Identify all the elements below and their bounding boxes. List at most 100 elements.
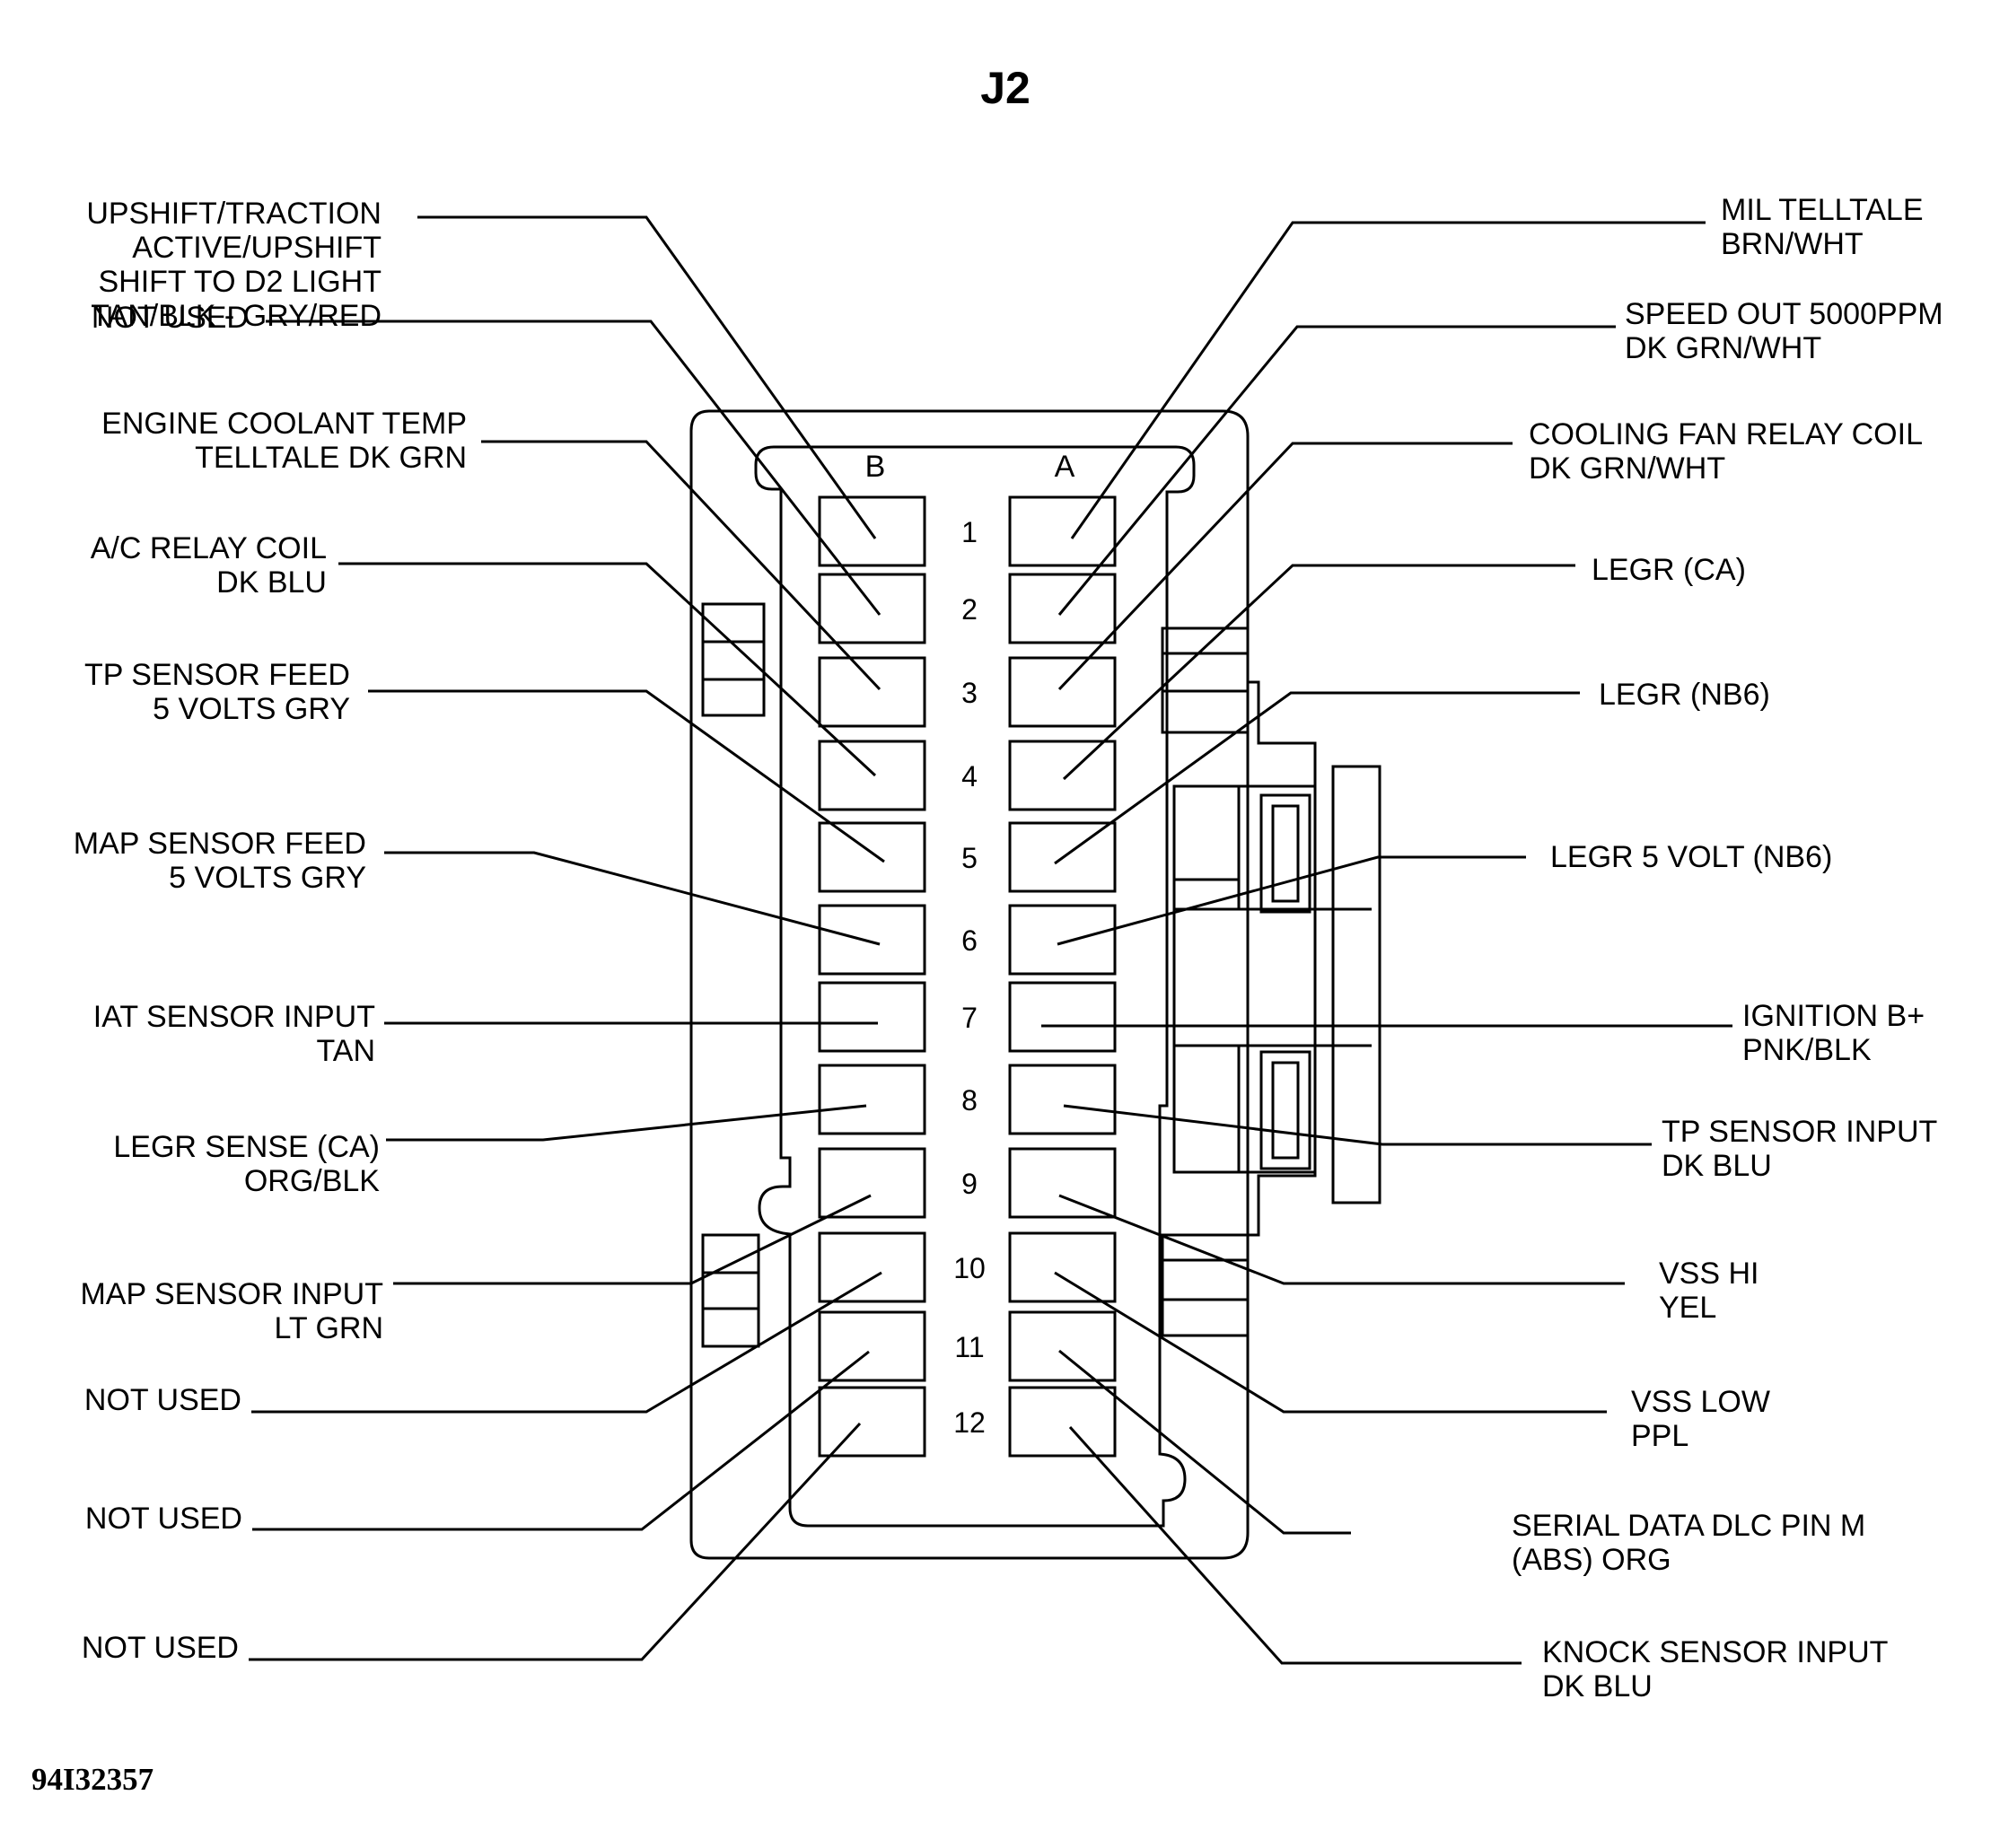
leader-line-b11 (252, 1350, 870, 1531)
pin-label-line: MIL TELLTALE (1721, 193, 1924, 227)
cavity-b12 (818, 1386, 926, 1458)
leader-line-a9 (1058, 1194, 1625, 1285)
column-label-a: A (1055, 450, 1075, 484)
pin-number-6: 6 (961, 924, 978, 957)
pin-label-line: MAP SENSOR FEED (74, 827, 366, 861)
pin-label-line: ENGINE COOLANT TEMP (101, 407, 467, 441)
pin-label-line: YEL (1659, 1291, 1716, 1325)
leader-line-a6 (1057, 855, 1526, 946)
pin-label-line: DK BLU (1662, 1149, 1772, 1183)
cavity-a8 (1008, 1064, 1117, 1135)
leader-line-b2 (266, 320, 881, 616)
cavity-a10 (1008, 1231, 1117, 1303)
pin-label-line: VSS HI (1659, 1257, 1759, 1291)
leader-line-b1 (417, 215, 877, 539)
pin-label-line: NOT USED (92, 301, 249, 335)
diagram-title: J2 (980, 63, 1031, 113)
pin-number-11: 11 (954, 1331, 984, 1363)
leader-line-a2 (1057, 325, 1616, 616)
pin-label-line: TP SENSOR INPUT (1662, 1115, 1937, 1149)
pin-label-b11: NOT USED (85, 1502, 242, 1536)
pin-number-10: 10 (953, 1252, 986, 1284)
cavity-a3 (1008, 656, 1117, 728)
column-label-b: B (865, 450, 886, 484)
pin-label-line: TP SENSOR FEED (84, 658, 350, 692)
leader-line-b4 (338, 562, 877, 777)
leader-line-a1 (1070, 221, 1706, 539)
pin-label-line: NOT USED (84, 1383, 241, 1417)
pin-label-b12: NOT USED (82, 1631, 239, 1665)
cavity-b3 (818, 656, 926, 728)
leader-lines (249, 215, 1732, 1665)
pin-label-line: IAT SENSOR INPUT (93, 1000, 375, 1034)
leader-line-a5 (1054, 691, 1580, 865)
cavity-b5 (818, 821, 926, 893)
pin-label-line: NOT USED (85, 1502, 242, 1536)
pin-number-9: 9 (961, 1168, 978, 1200)
pin-label-line: ACTIVE/UPSHIFT (132, 231, 382, 265)
cavity-b11 (818, 1310, 926, 1382)
leader-line-a12 (1068, 1425, 1522, 1665)
pin-label-line: IGNITION B+ (1742, 999, 1925, 1033)
leader-line-b3 (481, 440, 881, 691)
leader-line-b6 (384, 851, 881, 946)
pin-label-line: PNK/BLK (1742, 1033, 1872, 1067)
pin-number-12: 12 (953, 1406, 986, 1439)
pin-label-line: TAN/BLK - GRY/RED (91, 299, 382, 333)
cavity-b4 (818, 740, 926, 811)
pin-label-line: SERIAL DATA DLC PIN M (1512, 1509, 1865, 1543)
leader-line-b5 (368, 689, 885, 863)
leader-line-b12 (249, 1422, 862, 1661)
pin-label-line: BRN/WHT (1721, 227, 1864, 261)
pin-label-line: 5 VOLTS GRY (169, 861, 366, 895)
pin-number-4: 4 (961, 760, 978, 793)
leader-line-a10 (1054, 1271, 1607, 1414)
pin-label-line: KNOCK SENSOR INPUT (1542, 1635, 1888, 1669)
pin-cavities (818, 495, 1117, 1458)
pin-label-line: UPSHIFT/TRACTION (86, 197, 382, 231)
leader-line-a4 (1062, 564, 1575, 781)
pin-label-line: A/C RELAY COIL (91, 531, 327, 565)
pin-label-a5: LEGR (NB6) (1599, 678, 1770, 712)
pin-label-line: ORG/BLK (244, 1164, 380, 1198)
pin-label-line: TAN (317, 1034, 375, 1068)
pin-label-line: 5 VOLTS GRY (153, 692, 350, 726)
cavity-b8 (818, 1064, 926, 1135)
pin-label-line: SHIFT TO D2 LIGHT (98, 265, 382, 299)
cavity-b6 (818, 904, 926, 976)
pin-label-line: VSS LOW (1631, 1385, 1770, 1419)
pin-label-line: NOT USED (82, 1631, 239, 1665)
leader-line-a8 (1063, 1104, 1652, 1146)
cavity-a11 (1008, 1310, 1117, 1382)
pin-label-line: LEGR (CA) (1592, 553, 1746, 587)
pin-label-line: DK GRN/WHT (1625, 331, 1821, 365)
leader-line-b9 (393, 1194, 872, 1285)
pin-number-8: 8 (961, 1084, 978, 1117)
cavity-a2 (1008, 573, 1117, 644)
pin-label-line: COOLING FAN RELAY COIL (1529, 417, 1923, 451)
pin-label-line: LEGR (NB6) (1599, 678, 1770, 712)
cavity-a9 (1008, 1147, 1117, 1219)
pin-label-line: LEGR 5 VOLT (NB6) (1550, 840, 1832, 874)
leader-line-a3 (1057, 442, 1513, 691)
pin-label-line: LEGR SENSE (CA) (113, 1130, 380, 1164)
cavity-a12 (1008, 1386, 1117, 1458)
cavity-b2 (818, 573, 926, 644)
pin-label-b2: NOT USED (92, 301, 249, 335)
pin-label-line: DK BLU (1542, 1669, 1653, 1703)
pin-label-a6: LEGR 5 VOLT (NB6) (1550, 840, 1832, 874)
cavity-a1 (1008, 495, 1117, 567)
pin-number-1: 1 (961, 516, 978, 548)
